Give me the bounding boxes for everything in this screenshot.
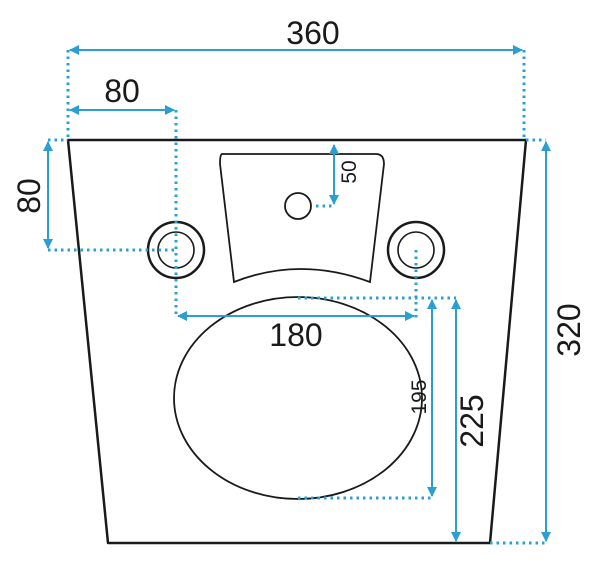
mounting-hole-left-outer [146, 220, 206, 280]
label-overall-depth: 320 [551, 303, 587, 356]
dimension-lines [43, 45, 551, 542]
extension-lines [48, 50, 546, 545]
label-overall-width: 360 [286, 15, 339, 51]
tap-hole [284, 192, 312, 220]
label-bowl-length: 195 [408, 379, 431, 414]
tap-deck-recess [219, 153, 385, 284]
label-bowl-offset: 225 [454, 394, 490, 447]
label-hole-height: 80 [11, 178, 47, 214]
label-tap-hole-depth: 50 [338, 160, 361, 183]
label-hole-offset: 80 [104, 73, 140, 109]
mounting-hole-left-inner [157, 231, 195, 269]
label-hole-spacing: 180 [269, 317, 322, 353]
dimension-labels: 360 80 80 50 180 195 225 320 [11, 15, 587, 448]
mounting-hole-right-inner [397, 231, 435, 269]
